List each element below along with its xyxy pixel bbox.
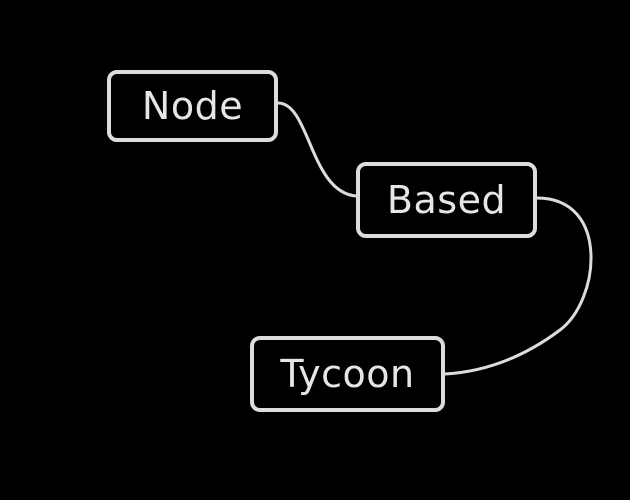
edge-node-to-based (277, 101, 357, 198)
diagram-node-node[interactable]: Node (107, 70, 278, 142)
diagram-node-based[interactable]: Based (356, 162, 537, 238)
node-label: Node (141, 84, 244, 128)
node-label: Based (386, 178, 507, 222)
diagram-node-tycoon[interactable]: Tycoon (250, 336, 445, 412)
node-label: Tycoon (280, 352, 415, 396)
